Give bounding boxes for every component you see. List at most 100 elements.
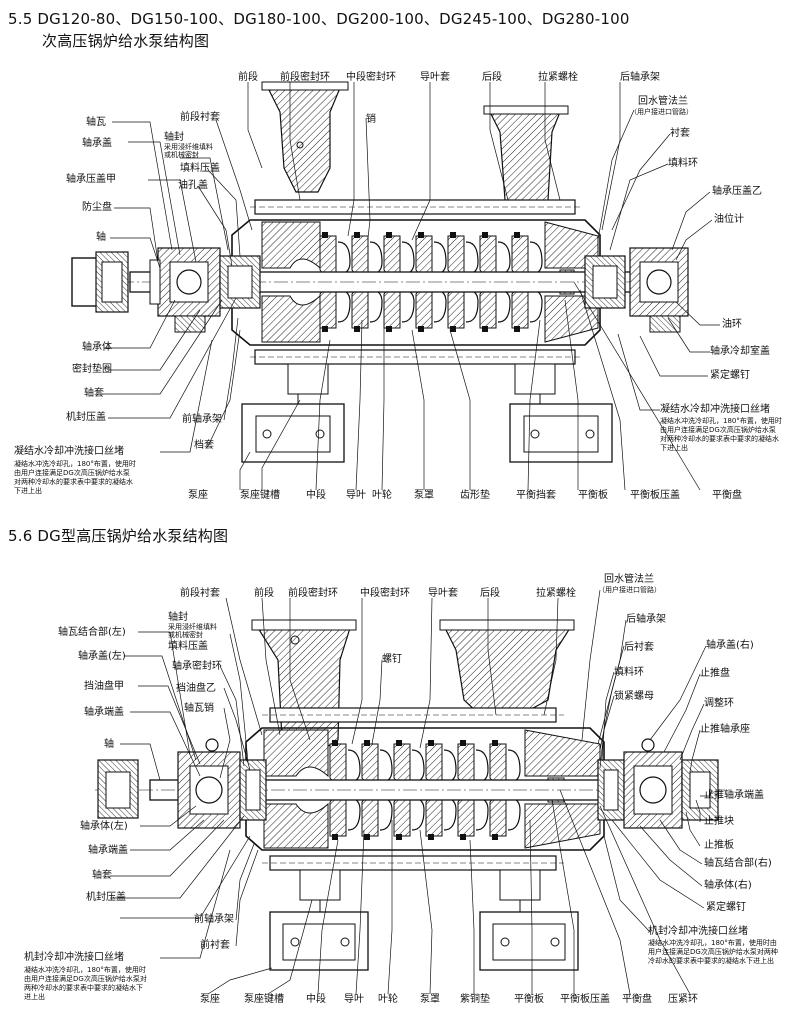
label-zhoucheng-yagai-yi: 轴承压盖乙 — [712, 186, 762, 197]
label2-hou-zhouchengjia: 后轴承架 — [626, 614, 666, 625]
label-pinghengban: 平衡板 — [578, 490, 608, 501]
label-ningjieshui-right-note: 凝结水冲洗冷却孔，180°布置，使用时由用户连接满足DG次高压锅炉给水泵对两种冷… — [660, 417, 782, 452]
label-xiao: 销 — [366, 114, 376, 125]
label-fangchenpan: 防尘盘 — [82, 202, 112, 213]
label2-suojin-luomu: 锁紧螺母 — [614, 691, 654, 702]
label2-zhoucheng-mifenghuan: 轴承密封环 — [172, 661, 222, 672]
label-zhoufeng-sub1: 采用浸纤维填料 — [164, 143, 213, 151]
label2-pinghengban-yagai: 平衡板压盖 — [560, 994, 610, 1005]
label2-tiaozhenghuan: 调整环 — [704, 698, 734, 709]
label2-qianduan-mifenghuan: 前段密封环 — [288, 588, 338, 599]
label2-qian-chentao: 前衬套 — [200, 940, 230, 951]
label-chentao: 衬套 — [670, 128, 690, 139]
label2-jinjin-luoding: 紧定螺钉 — [706, 902, 746, 913]
label-jinjin-luoding: 紧定螺钉 — [710, 370, 750, 381]
label-tianliaohuan: 填料环 — [668, 158, 698, 169]
section1-subtitle: 次高压锅炉给水泵结构图 — [42, 32, 210, 50]
label-zhouwa: 轴瓦 — [86, 117, 106, 128]
label2-zhouwa-jiehebu-left: 轴瓦结合部(左) — [58, 627, 126, 638]
label2-bengzuo-jiancao: 泵座键槽 — [244, 994, 284, 1005]
label2-zhou: 轴 — [104, 739, 114, 750]
label2-zhouchengduangai2: 轴承端盖 — [88, 845, 128, 856]
label2-zhituikuai: 止推块 — [704, 816, 734, 827]
label2-zhouchengduangai: 轴承端盖 — [84, 707, 124, 718]
label-mifeng-dianquan: 密封垫圈 — [72, 364, 112, 375]
label-yelun: 叶轮 — [372, 490, 392, 501]
label-pinghengban-yagai: 平衡板压盖 — [630, 490, 680, 501]
label-zhoucheng-yagai-jia: 轴承压盖甲 — [66, 174, 116, 185]
label-qianduan-mifenghuan: 前段密封环 — [280, 72, 330, 83]
label-jifeng-yagai: 机封压盖 — [66, 412, 106, 423]
label-zhoucheng-lengqueshi: 轴承冷却室盖 — [710, 346, 770, 357]
label-youweiji: 油位计 — [714, 214, 744, 225]
label2-zhoutao: 轴套 — [92, 870, 112, 881]
label2-jifeng-yagai: 机封压盖 — [86, 892, 126, 903]
label-pingheng-dangtao: 平衡挡套 — [516, 490, 556, 501]
label2-qian-zhouchengjia: 前轴承架 — [194, 914, 234, 925]
label2-hou-chentao: 后衬套 — [624, 642, 654, 653]
label-hou-zhouchengjia: 后轴承架 — [620, 72, 660, 83]
label2-luoding: 螺钉 — [382, 654, 402, 665]
label-bengzuo: 泵座 — [188, 490, 208, 501]
label2-pinghengban: 平衡板 — [514, 994, 544, 1005]
label-huishui-guanfalan: 回水管法兰 — [638, 96, 688, 107]
label-zhouchenggai: 轴承盖 — [82, 138, 112, 149]
label2-daoye: 导叶 — [344, 994, 364, 1005]
label2-huishui-sub: （用户接进口管路） — [598, 586, 661, 594]
label2-jifeng-left-note: 凝结水冲洗冷却孔，180°布置，使用时由用户连接满足DG次高压锅炉给水泵对两种冷… — [24, 966, 147, 1001]
label2-zhoufeng-sub2: 或机械密封 — [168, 631, 203, 639]
label-zhongduan: 中段 — [306, 490, 326, 501]
label2-qianduan-chentao: 前段衬套 — [180, 588, 220, 599]
section2-title: 5.6 DG型高压锅炉给水泵结构图 — [8, 527, 229, 545]
label2-qianduan: 前段 — [254, 588, 274, 599]
label2-huishui-guanfalan: 回水管法兰 — [604, 574, 654, 585]
label-youhuan: 油环 — [722, 319, 742, 330]
label2-jifeng-right-note: 凝结水冲洗冷却孔，180°布置，使用时由用户连接满足DG次高压锅炉给水泵对两种冷… — [648, 939, 778, 965]
label2-zhituiban: 止推板 — [704, 840, 734, 851]
label-dangtao: 档套 — [194, 440, 214, 451]
label2-bengzuo: 泵座 — [200, 994, 220, 1005]
label-huishui-sub: （用户接进口管路） — [630, 108, 693, 116]
label-houduan: 后段 — [482, 72, 502, 83]
label-lajin-luoshuan: 拉紧螺栓 — [538, 72, 578, 83]
pump2-leaders — [110, 589, 713, 995]
label2-zhitui-zhouchengzuo: 止推轴承座 — [700, 724, 750, 735]
label2-zhongduan-mifenghuan: 中段密封环 — [360, 588, 410, 599]
label2-dangyoupan-jia: 挡油盘甲 — [84, 681, 124, 692]
label2-zhituipan: 止推盘 — [700, 668, 730, 679]
label2-zhouchengti-right: 轴承体(右) — [704, 880, 752, 891]
label-tianliao-yagai: 填料压盖 — [180, 163, 220, 174]
label2-bengzhao: 泵罩 — [420, 994, 440, 1005]
label2-zhongduan: 中段 — [306, 994, 326, 1005]
label-ningjieshui-right: 凝结水冷却冲洗接口丝堵 — [660, 404, 770, 415]
label2-tianliaohuan: 填料环 — [614, 667, 644, 678]
label2-daoyetao: 导叶套 — [428, 588, 458, 599]
label2-zhoufeng-sub1: 采用浸纤维填料 — [168, 623, 217, 631]
label-youkonggai: 油孔盖 — [178, 180, 208, 191]
label2-yajinhuan: 压紧环 — [668, 994, 698, 1005]
label2-jifeng-left: 机封冷却冲洗接口丝堵 — [24, 952, 124, 963]
label2-zhoufeng: 轴封 — [168, 612, 188, 623]
label2-zhouchenggai-right: 轴承盖(右) — [706, 640, 754, 651]
label-daoyetao: 导叶套 — [420, 72, 450, 83]
label2-dangyoupan-yi: 挡油盘乙 — [176, 683, 216, 694]
label2-yelun: 叶轮 — [378, 994, 398, 1005]
label-qianduan-chentao: 前段衬套 — [180, 112, 220, 123]
label2-zhouwa-jiehebu-right: 轴瓦结合部(右) — [704, 858, 772, 869]
label-bengzhao: 泵罩 — [414, 490, 434, 501]
pump1-leaders — [98, 82, 720, 491]
label-zhoutao: 轴套 — [84, 388, 104, 399]
label-chixingdian: 齿形垫 — [460, 490, 490, 501]
label2-jifeng-right: 机封冷却冲洗接口丝堵 — [648, 926, 748, 937]
label-pinghengpan: 平衡盘 — [712, 490, 742, 501]
label2-pinghengpan: 平衡盘 — [622, 994, 652, 1005]
label2-tianliao-yagai: 填料压盖 — [168, 641, 208, 652]
label2-zhitui-zhouchengduangai: 止推轴承端盖 — [704, 790, 764, 801]
label2-zhouwaxiao: 轴瓦销 — [184, 703, 214, 714]
label-zhongduan-mifenghuan: 中段密封环 — [346, 72, 396, 83]
label-qianduan: 前段 — [238, 72, 258, 83]
label-ningjieshui-left-note: 凝结水冲洗冷却孔，180°布置，使用时由用户连接满足DG次高压锅炉给水泵对两种冷… — [14, 460, 136, 495]
pump2-drawing — [95, 619, 730, 971]
pump1-drawing — [71, 81, 690, 463]
